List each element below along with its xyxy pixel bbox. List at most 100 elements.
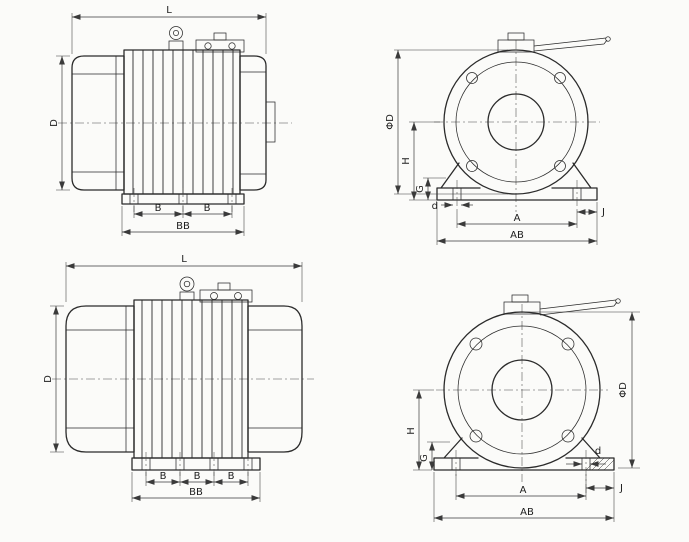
foot-plate <box>131 457 261 471</box>
dim-L-bottom: L <box>65 254 303 302</box>
dim-label-A: A <box>520 485 527 496</box>
top-cap <box>503 294 541 315</box>
dim-label-D: D <box>43 375 54 383</box>
right-end-cover <box>239 55 267 191</box>
dim-label-J: J <box>619 483 623 494</box>
dim-label-G: G <box>415 185 426 193</box>
flange-bolt <box>466 72 478 84</box>
dim-BB-top: BB <box>121 206 245 236</box>
bolt-circle <box>457 325 587 455</box>
dim-d-top: d <box>432 201 473 212</box>
right-cover-detail <box>248 329 302 429</box>
base-bolt-slots <box>451 458 591 470</box>
dim-G-top: G <box>415 177 446 201</box>
right-cover-detail <box>240 71 266 175</box>
right-end-cover <box>247 305 303 453</box>
centerlines <box>436 304 608 482</box>
base-outline <box>436 162 598 201</box>
dim-AB-bottom: AB <box>433 472 615 522</box>
handle-lever <box>533 36 611 52</box>
dim-label-B: B <box>155 203 162 214</box>
eyebolt-hole <box>183 280 191 288</box>
extension-lines <box>145 472 249 486</box>
flange-bolt <box>561 337 575 351</box>
dim-label-B: B <box>204 203 211 214</box>
dim-D: D <box>49 55 70 191</box>
flange-bolts <box>466 72 566 172</box>
dim-label-d: d <box>432 201 438 212</box>
extension-lines <box>433 472 615 522</box>
extension-lines <box>526 311 640 469</box>
view-side-top: L D B B BB <box>49 5 292 236</box>
dim-J-top: J <box>576 207 605 218</box>
handle-tip <box>615 298 621 304</box>
dim-d-bottom: d <box>566 446 606 467</box>
cap-nub <box>511 294 529 303</box>
hub-circle <box>487 93 545 151</box>
flange-bolt <box>554 72 566 84</box>
shaft-hub <box>265 101 276 143</box>
dim-label-d: d <box>595 446 601 457</box>
terminal-box <box>195 32 245 53</box>
left-cover-detail <box>66 306 134 452</box>
cable-gland <box>204 42 212 50</box>
mounting-feet-side <box>131 452 261 476</box>
dim-label-L: L <box>166 5 172 16</box>
dim-J-bottom: J <box>585 483 623 494</box>
dim-L-top: L <box>71 5 267 54</box>
left-end-cover <box>65 305 135 453</box>
dim-label-BB: BB <box>176 221 190 232</box>
flange-bolt <box>561 429 575 443</box>
dim-label-A: A <box>514 213 521 224</box>
cap-nub <box>507 32 525 41</box>
foot-bolt-slots <box>129 194 237 204</box>
eyebolt-ring <box>169 26 183 40</box>
dim-B-bottom: B B B <box>145 471 249 486</box>
dim-label-AB: AB <box>520 507 534 518</box>
flange-bolt <box>469 429 483 443</box>
cable-gland <box>228 42 236 50</box>
flange-bolts <box>469 337 575 443</box>
terminal-box-nub <box>217 282 231 291</box>
dim-phiD-bottom: ΦD <box>526 311 640 469</box>
handle-lever <box>539 298 621 316</box>
bolt-centerlines <box>456 180 578 210</box>
motor-body-side <box>65 299 303 459</box>
dim-label-L: L <box>181 254 187 265</box>
cooling-fins <box>132 50 234 194</box>
dim-label-D: D <box>49 119 60 127</box>
terminal-box-nub <box>213 32 227 41</box>
dim-label-H: H <box>406 427 417 435</box>
base-outline <box>433 437 615 471</box>
flange-bolt <box>469 337 483 351</box>
flange-bolt <box>466 160 478 172</box>
dim-label-H: H <box>401 157 412 165</box>
dim-label-AB: AB <box>510 230 524 241</box>
dim-label-J: J <box>601 207 605 218</box>
eyebolt-hole <box>173 30 179 36</box>
handle-tip <box>605 36 611 42</box>
flange-bolt <box>554 160 566 172</box>
cooling-fins <box>141 300 243 458</box>
left-cover-detail <box>72 56 124 190</box>
dim-label-BB: BB <box>189 487 203 498</box>
view-end-bottom: H G ΦD d A AB J <box>406 294 640 522</box>
dim-label-phiD: ΦD <box>385 114 396 130</box>
dim-label-B: B <box>160 471 167 482</box>
bolt-circle <box>455 61 577 183</box>
dim-G-bottom: G <box>419 441 450 471</box>
eyebolt-ring <box>179 276 195 292</box>
foot-bolt-slots <box>141 458 253 470</box>
dim-H-top: H <box>401 121 440 201</box>
dim-label-G: G <box>419 454 430 462</box>
dim-D-bottom: D <box>43 305 64 453</box>
bolt-centerlines <box>145 452 249 476</box>
dim-BB-bottom: BB <box>131 472 261 502</box>
dim-H-bottom: H <box>406 389 434 471</box>
dim-label-B: B <box>228 471 235 482</box>
outer-shell-circle <box>443 49 589 195</box>
dim-label-phiD: ΦD <box>618 382 629 398</box>
